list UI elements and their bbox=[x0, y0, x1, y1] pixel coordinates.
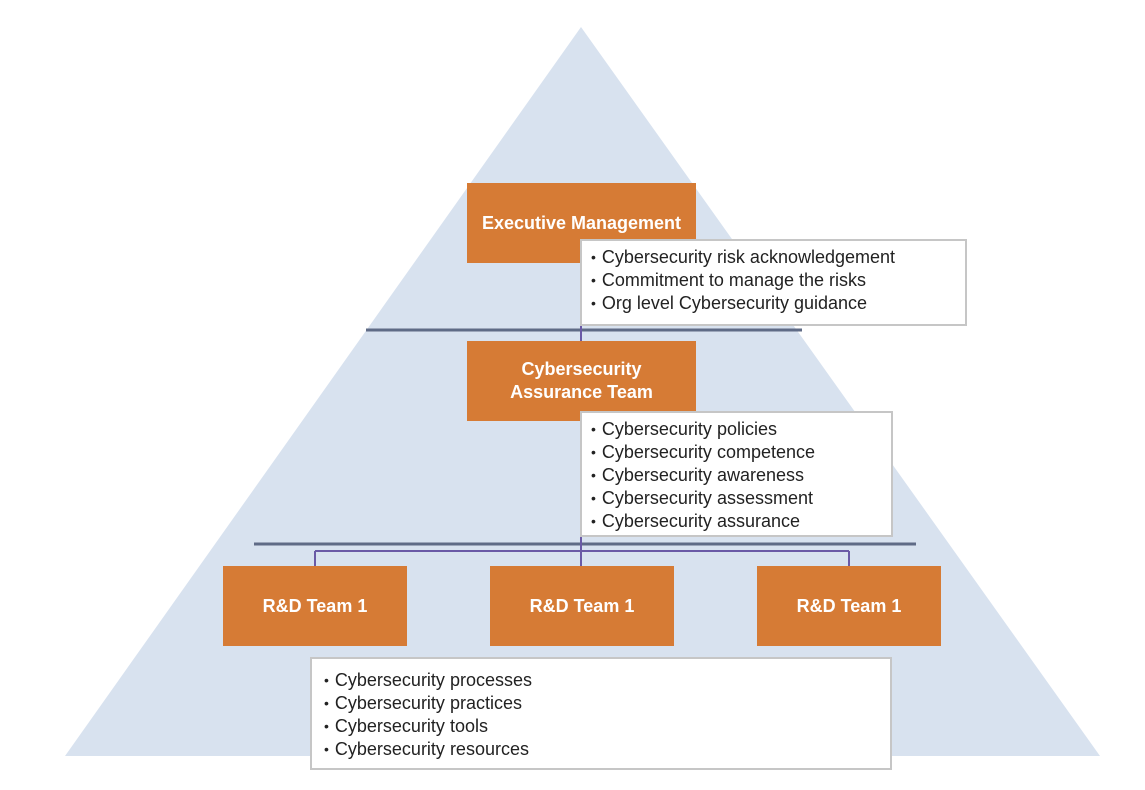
rd-team-box-3: R&D Team 1 bbox=[757, 566, 941, 646]
rd-team-box-2: R&D Team 1 bbox=[490, 566, 674, 646]
rd-responsibilities-list: Cybersecurity processes Cybersecurity pr… bbox=[310, 657, 892, 770]
list-item: Cybersecurity competence bbox=[591, 441, 891, 464]
assurance-team-title-line1: Cybersecurity bbox=[521, 359, 642, 379]
list-item: Cybersecurity assurance bbox=[591, 510, 891, 533]
assurance-team-title-line2: Assurance Team bbox=[510, 382, 653, 402]
list-item: Cybersecurity awareness bbox=[591, 464, 891, 487]
list-item: Cybersecurity risk acknowledgement bbox=[591, 246, 965, 269]
rd-team-title: R&D Team 1 bbox=[529, 595, 635, 616]
assurance-team-box: Cybersecurity Assurance Team bbox=[467, 341, 696, 421]
list-item: Cybersecurity policies bbox=[591, 418, 891, 441]
list-item: Cybersecurity resources bbox=[324, 738, 890, 761]
list-item: Cybersecurity assessment bbox=[591, 487, 891, 510]
rd-team-title: R&D Team 1 bbox=[796, 595, 902, 616]
executive-management-title: Executive Management bbox=[481, 212, 682, 233]
rd-team-title: R&D Team 1 bbox=[262, 595, 368, 616]
executive-responsibilities-list: Cybersecurity risk acknowledgement Commi… bbox=[580, 239, 967, 326]
list-item: Commitment to manage the risks bbox=[591, 269, 965, 292]
list-item: Org level Cybersecurity guidance bbox=[591, 292, 965, 315]
rd-team-box-1: R&D Team 1 bbox=[223, 566, 407, 646]
list-item: Cybersecurity tools bbox=[324, 715, 890, 738]
list-item: Cybersecurity practices bbox=[324, 692, 890, 715]
list-item: Cybersecurity processes bbox=[324, 669, 890, 692]
assurance-responsibilities-list: Cybersecurity policies Cybersecurity com… bbox=[580, 411, 893, 537]
